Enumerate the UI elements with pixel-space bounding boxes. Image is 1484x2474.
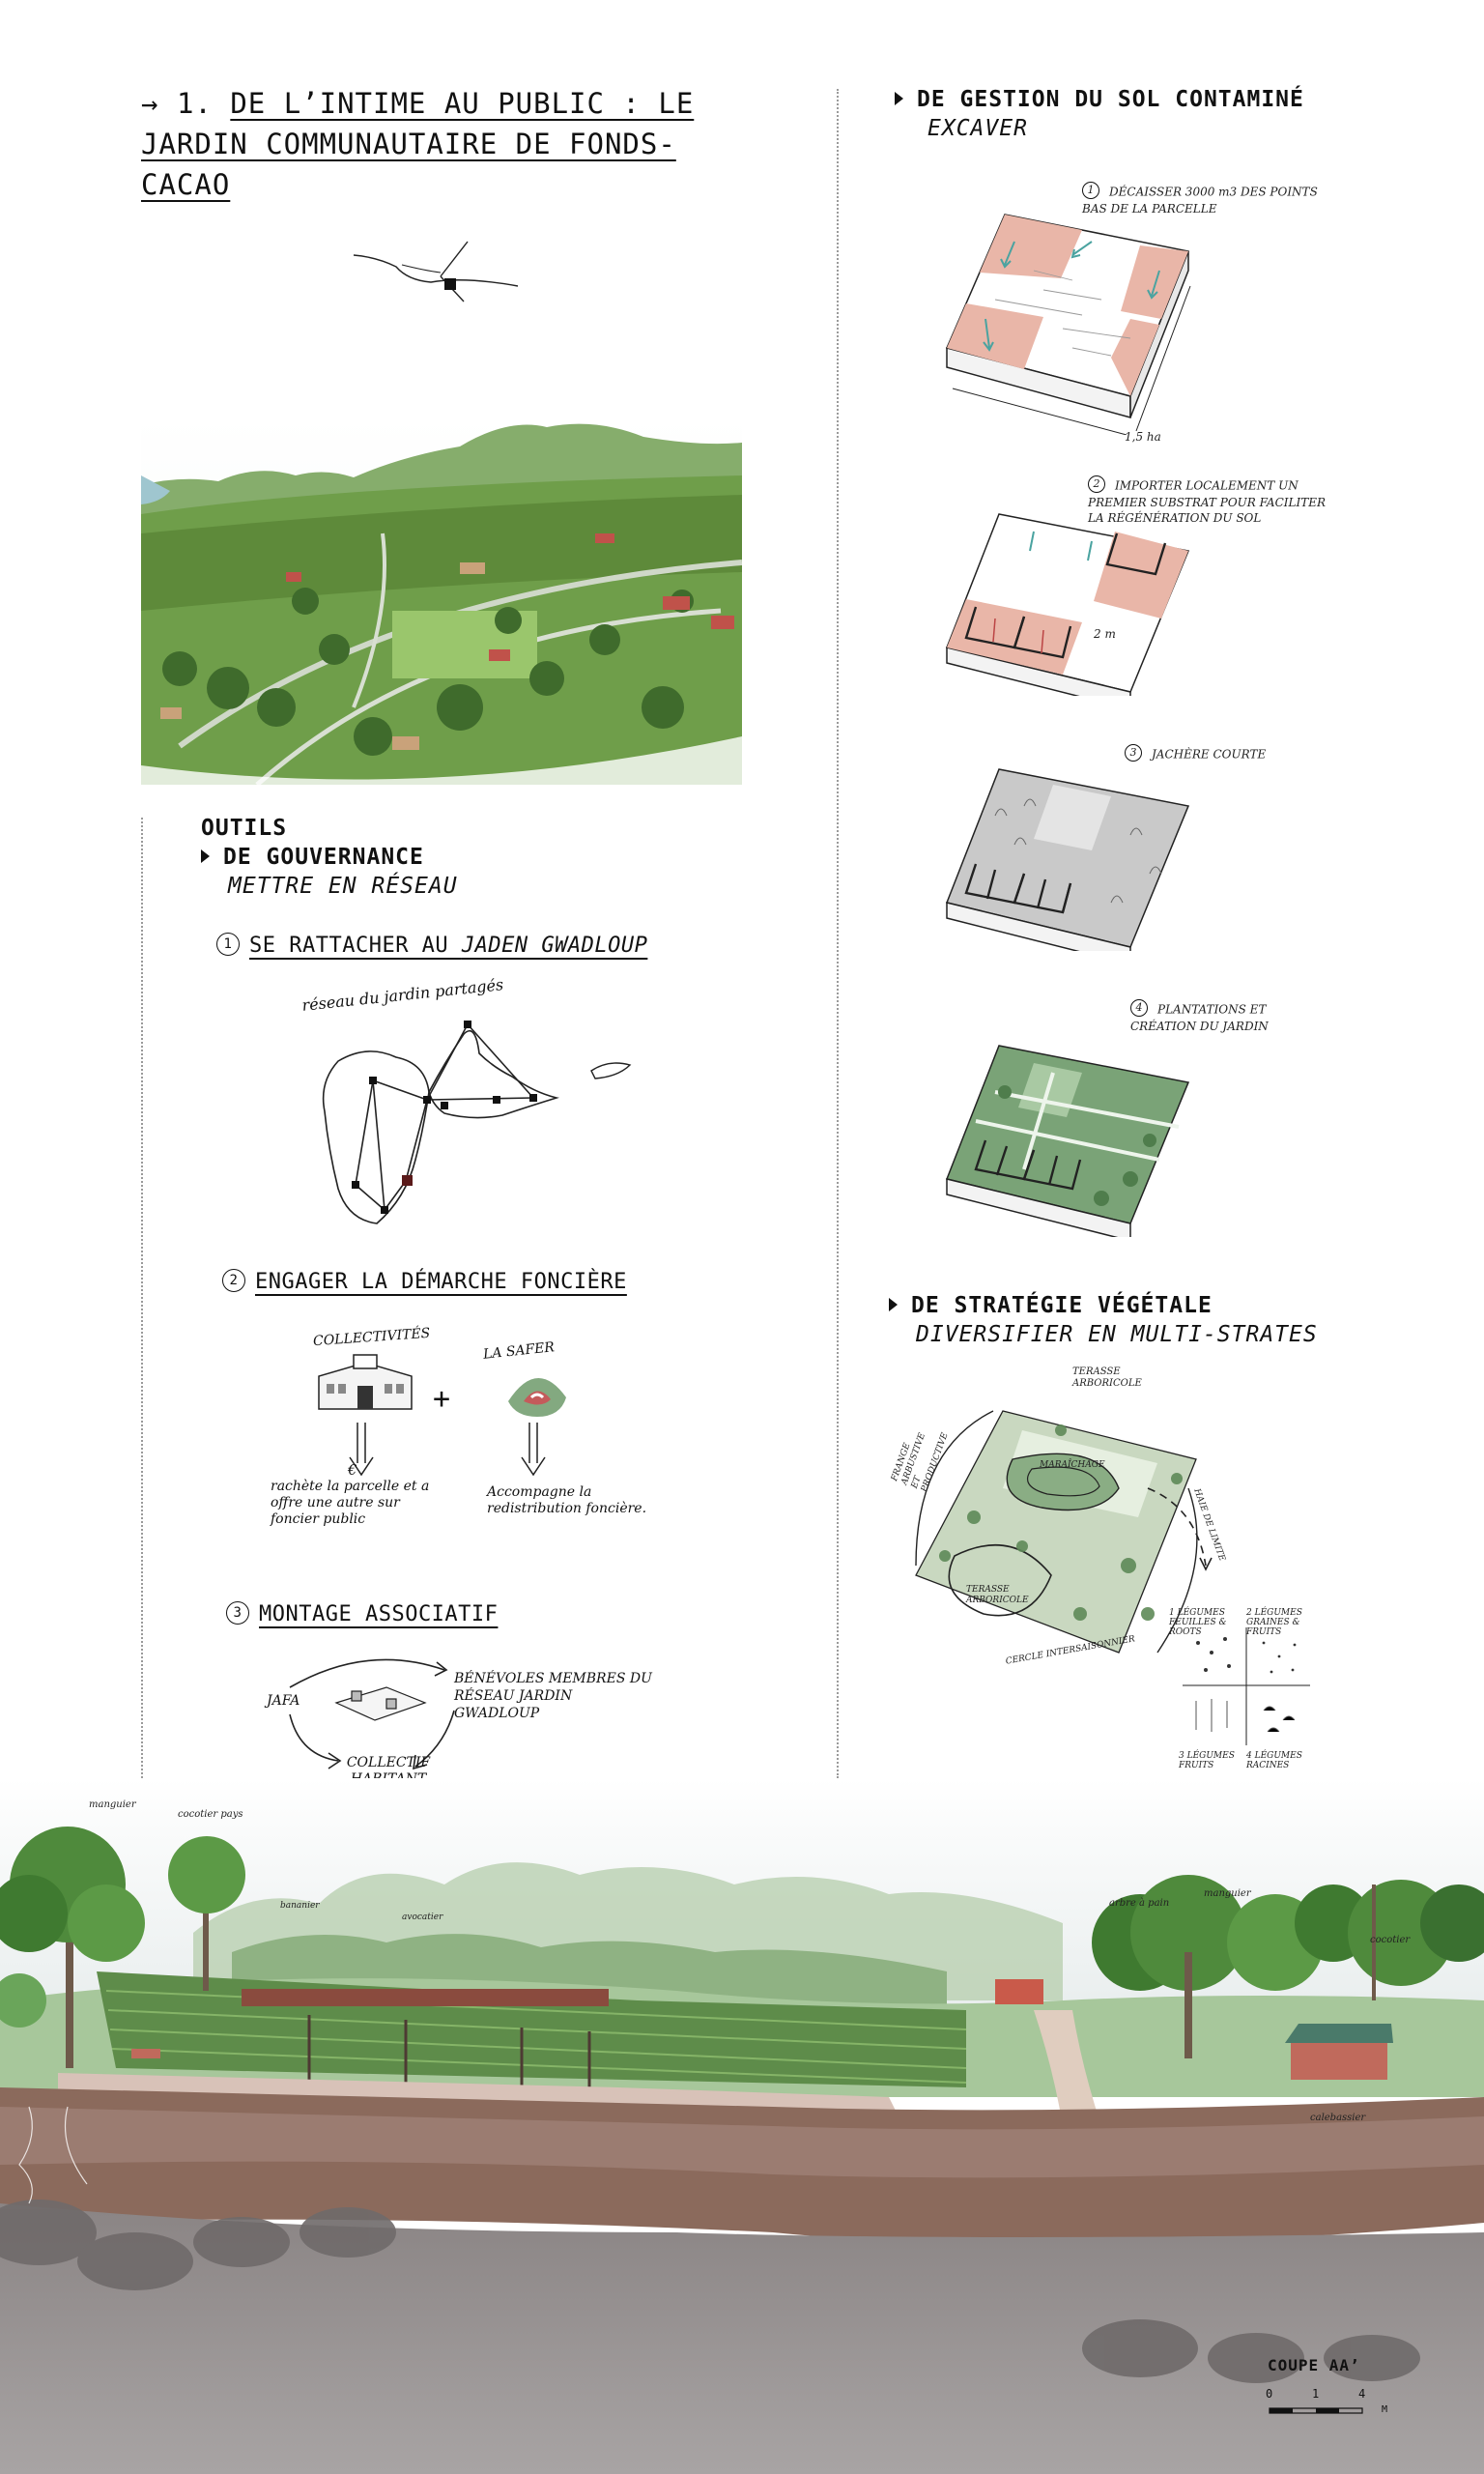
triangle-bullet-icon: [201, 849, 210, 863]
town-hall-icon: [318, 1354, 413, 1410]
vegetal-strata-diagram: [915, 1410, 1213, 1654]
scale-0: 0: [1266, 2387, 1273, 2401]
soil-step1-dim: 1,5 ha: [1125, 430, 1161, 444]
soil-step2-dim: 2 m: [1094, 627, 1116, 641]
section-tree-label-1: manguier: [89, 1799, 136, 1810]
vegetal-legend-1: 1 LÉGUMES FEUILLES & ROOTS: [1169, 1608, 1227, 1637]
vegetal-label-1: TERASSE ARBORICOLE: [1072, 1366, 1142, 1389]
soil-step2-diagram: [945, 513, 1190, 696]
tool1-number: 1: [216, 933, 240, 956]
guadeloupe-network-map: [322, 1021, 632, 1224]
plus-sign: +: [433, 1382, 451, 1416]
soil-step4-diagram: [945, 1045, 1190, 1237]
scale-4: 4: [1358, 2387, 1366, 2401]
vegetal-legend-3: 3 LÉGUMES FRUITS: [1179, 1751, 1235, 1770]
triangle-bullet-icon: [889, 1297, 898, 1311]
scale-1: 1: [1312, 2387, 1320, 2401]
location-sketch: [353, 241, 519, 302]
triangle-bullet-icon: [895, 91, 903, 105]
soil-step3-diagram: [945, 768, 1190, 951]
governance-heading: DE GOUVERNANCE: [201, 843, 607, 872]
scale-unit: M: [1382, 2404, 1388, 2415]
soil-subtitle: EXCAVER: [928, 116, 1028, 141]
association-cycle-diagram: [289, 1658, 455, 1770]
page-title-line1: → 1. DE L’INTIME AU PUBLIC : LE: [141, 87, 695, 120]
tool2-left-note: rachète la parcelle et a offre une autre…: [271, 1479, 430, 1527]
tool2-number: 2: [222, 1269, 245, 1292]
vegetal-heading: DE STRATÉGIE VÉGÉTALE DIVERSIFIER EN MUL…: [889, 1291, 1391, 1349]
section-tree-label-5: manguier: [1204, 1888, 1251, 1899]
vegetal-label-3: MARAÎCHAGE: [1040, 1460, 1105, 1470]
section-tree-label-3: bananier: [280, 1901, 320, 1911]
tool3-left: JAFA: [267, 1693, 300, 1709]
tool2-right-note: Accompagne la redistribution foncière.: [487, 1484, 647, 1516]
section-tree-label-7: cocotier: [1370, 1935, 1411, 1945]
tool3-number: 3: [226, 1601, 249, 1625]
arrows-down-tool2: [349, 1423, 546, 1477]
euro-sign: €: [348, 1461, 357, 1479]
section-tree-label-2: cocotier pays: [178, 1809, 243, 1820]
section-tree-label-6: avocatier: [402, 1913, 443, 1922]
soil-step1-diagram: [945, 214, 1191, 435]
page-title-line2: JARDIN COMMUNAUTAIRE DE FONDS-CACAO: [141, 128, 676, 201]
soil-heading: DE GESTION DU SOL CONTAMINÉ EXCAVER: [895, 85, 1397, 143]
tool2-left-label: COLLECTIVITÉS: [312, 1325, 431, 1350]
section-label: COUPE AA’: [1268, 2356, 1360, 2374]
vegetal-legend-2: 2 LÉGUMES GRAINES & FRUITS: [1246, 1608, 1302, 1637]
section-illustration: [0, 1778, 1484, 2474]
outils-divider: [141, 818, 143, 1782]
column-divider: [837, 89, 839, 1778]
vegetal-subtitle: DIVERSIFIER EN MULTI-STRATES: [916, 1322, 1318, 1347]
vegetal-label-6: TERASSE ARBORICOLE: [966, 1585, 1029, 1605]
section-tree-label-8: calebassier: [1310, 2113, 1366, 2123]
outils-label: OUTILS: [201, 816, 288, 841]
aerial-view-illustration: [141, 417, 742, 785]
section-tree-label-4: arbre à pain: [1109, 1898, 1170, 1909]
governance-subtitle: METTRE EN RÉSEAU: [228, 874, 458, 899]
vegetal-legend-grid: [1183, 1627, 1310, 1745]
page-title: → 1. DE L’INTIME AU PUBLIC : LE JARDIN C…: [141, 83, 759, 205]
outils-heading: OUTILS DE GOUVERNANCE METTRE EN RÉSEAU: [201, 814, 607, 901]
tool2-right-label: LA SAFER: [482, 1339, 556, 1363]
safer-logo-icon: [508, 1377, 566, 1417]
vegetal-legend-4: 4 LÉGUMES RACINES: [1246, 1751, 1302, 1770]
tool3-right: BÉNÉVOLES MEMBRES DU RÉSEAU JARDIN GWADL…: [454, 1671, 652, 1721]
